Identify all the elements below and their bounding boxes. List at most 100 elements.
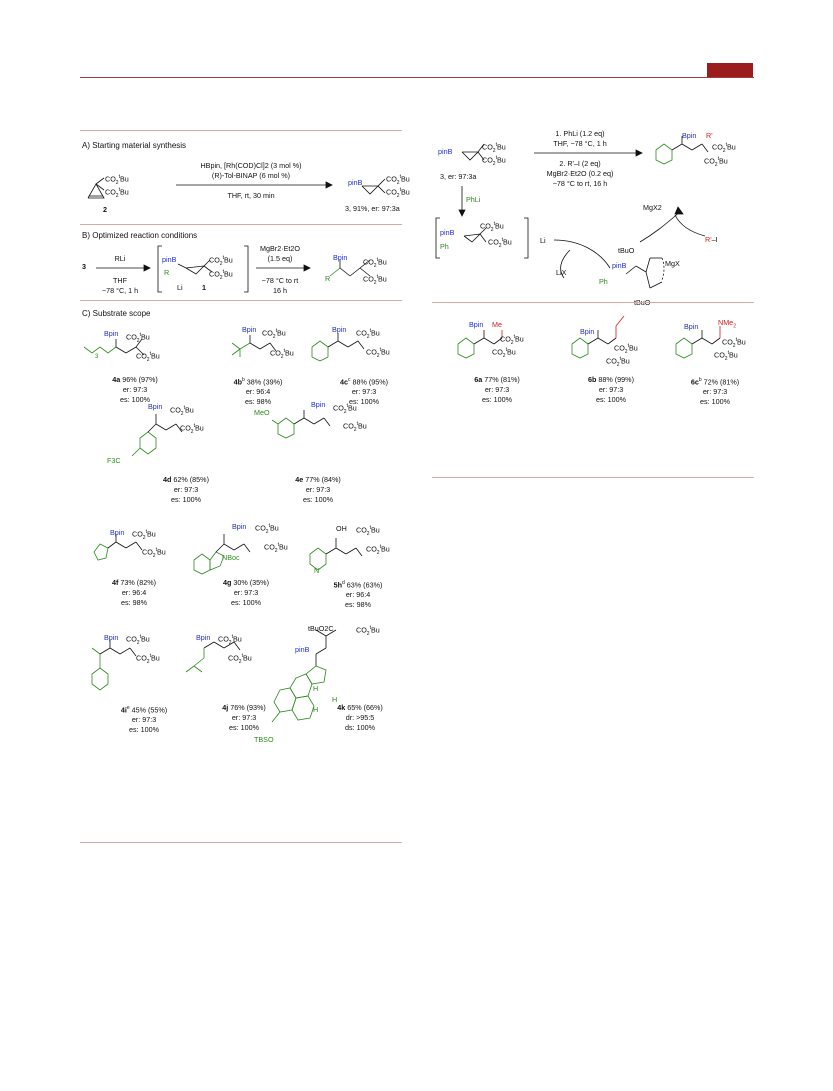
enolate-pinb: pinB [612, 261, 627, 270]
structure-4f [93, 534, 143, 561]
4e-co2tbu-b: CO2tBu [343, 421, 367, 433]
scheme-b-cond2-2: 16 h [273, 286, 287, 295]
ate-ph: Ph [440, 242, 449, 251]
scheme-b-product [329, 259, 371, 277]
ate-pinb: pinB [440, 228, 455, 237]
bprod-bpin: Bpin [333, 253, 348, 262]
ate-li: Li [540, 236, 546, 245]
4d-bpin: Bpin [148, 402, 163, 411]
5h-oh: OH [336, 524, 347, 533]
4g-nboc: NBoc [222, 553, 240, 562]
header-tab [707, 63, 753, 77]
4b-co2tbu-a: CO2tBu [262, 328, 286, 340]
6c-co2-a: CO2tBu [722, 337, 746, 349]
4e-co2tbu-a: CO2tBu [333, 403, 357, 415]
4a-n3: 3 [95, 354, 99, 360]
right-ate-bracket [435, 217, 529, 259]
divider-top-left [80, 130, 402, 131]
label-2: 2 [103, 205, 107, 214]
int1-li: Li [177, 283, 183, 292]
structure-4b [231, 335, 277, 357]
right-step1: 1. PhLi (1.2 eq) [555, 129, 605, 138]
4i-bpin: Bpin [104, 633, 119, 642]
divider-right-1 [432, 302, 754, 303]
4e-meo: MeO [254, 408, 270, 417]
6c-co2-b: CO2tBu [714, 350, 738, 362]
right-step2: 2. R'–I (2 eq) [559, 159, 601, 168]
scheme-b-cond2-1: −78 °C to rt [261, 276, 299, 285]
divider-a-b [80, 224, 402, 225]
right-cp-co2-b: CO2tBu [482, 155, 506, 167]
6c-nme2: NMe2 [718, 318, 736, 330]
enolate-structure [625, 257, 665, 289]
4c-co2tbu-a: CO2tBu [356, 328, 380, 340]
structure-4g [193, 534, 251, 575]
divider-right-2 [432, 477, 754, 478]
header-rule [80, 77, 754, 78]
4k-pinb: pinB [295, 645, 310, 654]
scheme-b-reagent2-1: MgBr2·Et2O [260, 244, 300, 253]
int1-r: R [164, 268, 170, 277]
scheme-b-reagent2-2: (1.5 eq) [267, 254, 293, 263]
6a-co2-b: CO2tBu [492, 347, 516, 359]
4k-co2tbu: CO2tBu [356, 625, 380, 637]
right-down-arrow [458, 186, 466, 217]
cp2-co2tbu-a: CO2tBu [105, 174, 129, 186]
structure-5h [309, 538, 363, 571]
4f-co2tbu-b: CO2tBu [142, 547, 166, 559]
ate-co2-a: CO2tBu [480, 221, 504, 233]
scheme-b-arrow2 [256, 264, 311, 272]
4a-co2tbu-b: CO2tBu [136, 351, 160, 363]
cp2-co2tbu-b: CO2tBu [105, 187, 129, 199]
right-start-label: 3, er: 97:3a [440, 172, 477, 181]
right-product [655, 136, 709, 165]
4j-bpin: Bpin [196, 633, 211, 642]
4k-h1: H [313, 684, 319, 693]
4k-tbso: TBSO [254, 735, 274, 744]
structure-6b [571, 315, 625, 359]
4d-f3c: F3C [107, 456, 121, 465]
int1-co2tbu-b: CO2tBu [209, 269, 233, 281]
structure-4i [91, 640, 137, 691]
right-cp-co2-a: CO2tBu [482, 142, 506, 154]
5h-co2tbu-a: CO2tBu [356, 525, 380, 537]
int1-pinb: pinB [162, 255, 177, 264]
right-ri: R'–I [705, 235, 718, 244]
enolate-ph: Ph [599, 277, 608, 286]
structure-4j [185, 641, 241, 673]
right-pinb: pinB [438, 147, 453, 156]
int1-label: 1 [202, 283, 206, 292]
section-b-title: B) Optimized reaction conditions [82, 231, 198, 240]
4g-bpin: Bpin [232, 522, 247, 531]
6c-bpin: Bpin [684, 322, 699, 331]
right-mgx2: MgX2 [643, 203, 662, 212]
right-step2c: −78 °C to rt, 16 h [552, 179, 608, 188]
ate-co2-b: CO2tBu [488, 237, 512, 249]
4i-co2tbu-a: CO2tBu [126, 634, 150, 646]
4c-co2tbu-b: CO2tBu [366, 347, 390, 359]
bprod-r: R [325, 274, 331, 283]
4e-bpin: Bpin [311, 400, 326, 409]
4b-bpin: Bpin [242, 325, 257, 334]
intermediate-1-bracket [157, 245, 249, 293]
right-main-arrow [534, 149, 643, 157]
scheme-b-start: 3 [82, 262, 86, 271]
6a-co2-a: CO2tBu [500, 334, 524, 346]
right-cycle-arrows [553, 206, 706, 279]
scheme-b-cond2: −78 °C, 1 h [101, 286, 139, 295]
cp3-pinb: pinB [348, 178, 363, 187]
right-prod-co2-a: CO2tBu [712, 142, 736, 154]
scheme-b-cond1: THF [113, 276, 127, 285]
structure-6c [675, 326, 721, 359]
cp3-co2tbu-b: CO2tBu [386, 187, 410, 199]
divider-b-c [80, 300, 402, 301]
